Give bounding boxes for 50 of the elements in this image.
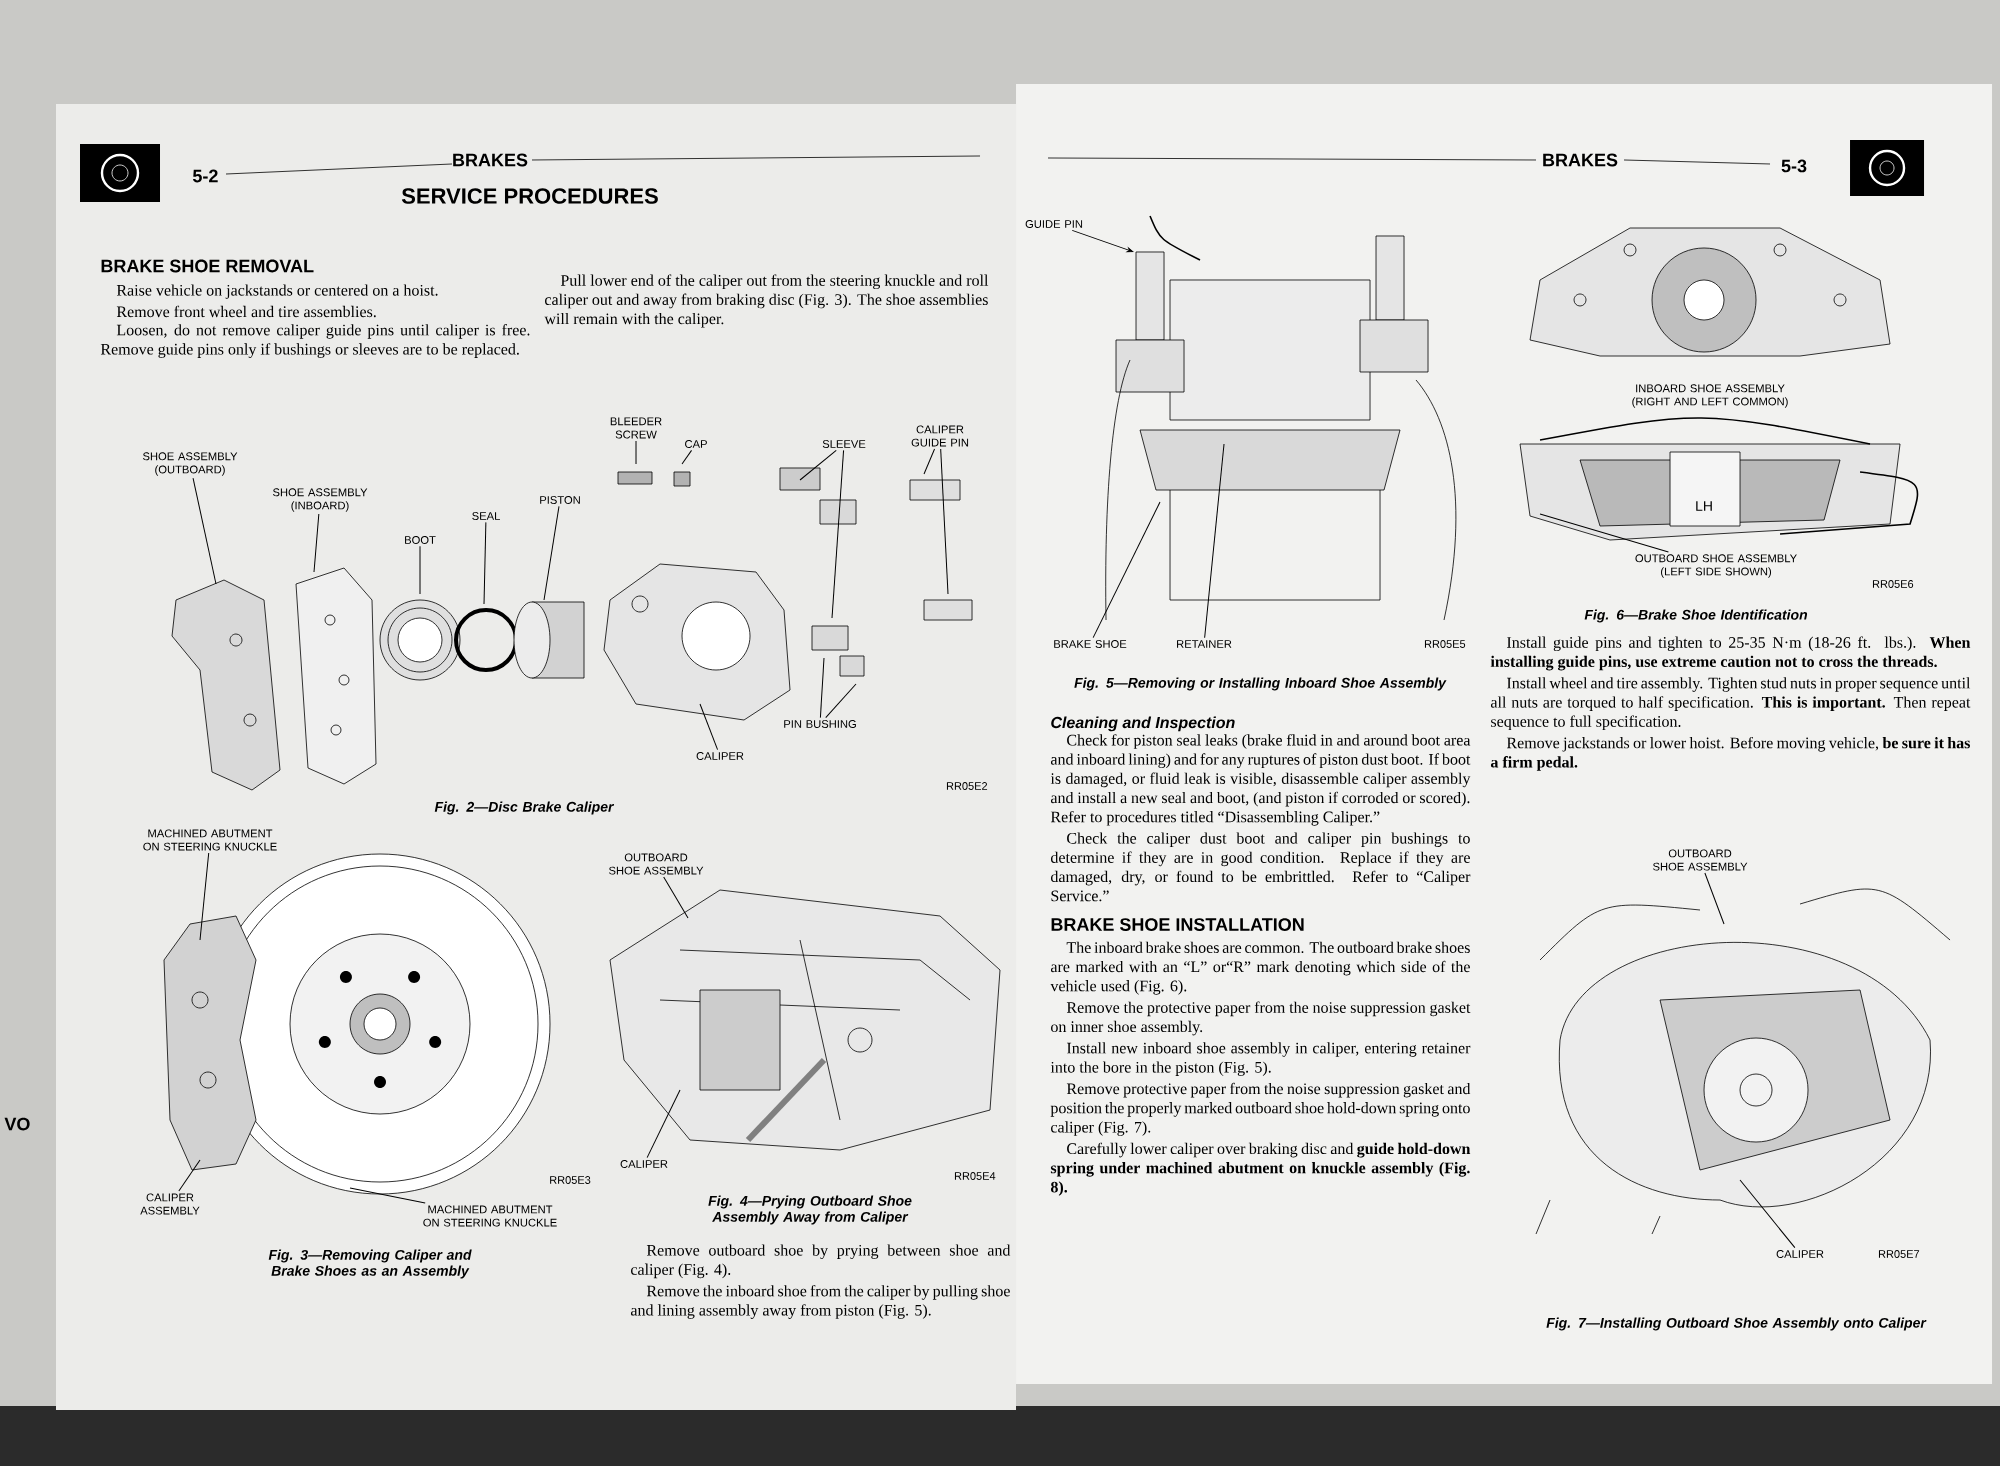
paragraph: Install new inboard shoe assembly in caliper, entering retainer into the bore in the piston (Fig. 5). (1050, 1042, 1471, 1076)
leader-line (1739, 1179, 1796, 1249)
paragraph: Remove the protective paper from the noise suppression gasket on inner shoe assembly. (1051, 1001, 1471, 1036)
section-heading: BRAKE SHOE REMOVAL (101, 259, 314, 273)
paragraph: Remove protective paper from the noise suppression gasket and position the properly marked outboard shoe hold-down spring onto caliper (Fig. 7). (1050, 1082, 1471, 1136)
leader-line (923, 448, 936, 475)
paragraph: Loosen, do not remove caliper guide pins until caliper is free. Remove guide pins only if bushings or sleeves are to be replaced. (100, 324, 530, 358)
leader-line (1204, 443, 1225, 639)
running-header: BRAKES (453, 153, 528, 167)
leader-line (313, 513, 320, 573)
paragraph: Pull lower end of the caliper out from the steering knuckle and roll caliper out and away from braking disc (Fig. 3). The shoe assemblies will remain with the caliper. (544, 274, 989, 328)
leader-line (483, 521, 487, 605)
leader-line (663, 876, 689, 919)
leader-line (349, 1187, 426, 1204)
leader-line (699, 703, 719, 751)
paragraph: Remove front wheel and tire assemblies. (116, 305, 376, 318)
paragraph: Remove jackstands or lower hoist. Before moving vehicle, be sure it has a firm pedal. (1490, 736, 1971, 771)
subsection-heading: Cleaning and Inspection (1051, 716, 1235, 732)
paragraph: The inboard brake shoes are common. The outboard brake shoes are marked with an “L” or“R” mark denoting which side of the vehicle used (Fig. 6). (1050, 941, 1470, 995)
leader-line (178, 1159, 201, 1192)
paragraph: Install wheel and tire assembly. Tighten stud nuts in proper sequence until all nuts are torqued to half specification. This is important. Then repeat sequence to full specification. (1491, 677, 1971, 731)
paragraph: Install guide pins and tighten to 25-35 N·m (18-26 ft. lbs.). When installing guide pins, use extreme caution not to cross the threads. (1490, 636, 1971, 671)
page-number: 5-2 (192, 169, 218, 183)
page-number: 5-3 (1781, 159, 1807, 173)
leader-line (646, 1089, 681, 1159)
leader-line (199, 852, 210, 941)
leader-line (1704, 872, 1725, 925)
section-heading: BRAKE SHOE INSTALLATION (1051, 918, 1304, 931)
leader-line (819, 657, 825, 719)
paragraph: Check for piston seal leaks (brake fluid in and around boot area and inboard lining) and for any ruptures of piston dust boot. If boot is damaged, or fluid leak is visible, disassemble caliper assembly and install a new seal and boot, (and piston if corroded or scored). Refer to procedures titled “Disassembling Caliper.” (1050, 734, 1471, 826)
leader-line (1539, 513, 1669, 553)
leader-line (681, 449, 693, 465)
running-header: BRAKES (1543, 153, 1618, 167)
paragraph: Carefully lower caliper over braking disc and guide hold-down spring under machined abutment on knuckle assembly (Fig. 8). (1050, 1142, 1471, 1196)
leader-line (635, 440, 637, 465)
section-title: SERVICE PROCEDURES (401, 188, 658, 204)
leader-line (825, 683, 857, 719)
paragraph: Raise vehicle on jackstands or centered on a hoist. (116, 284, 438, 299)
leader-line (940, 448, 949, 595)
leader-line (1092, 501, 1161, 639)
leader-line (1071, 229, 1134, 253)
leader-line (543, 505, 560, 601)
paragraph: Check the caliper dust boot and caliper pin bushings to determine if they are in good condition. Replace if they are damaged, dry, or found to be embrittled. Refer to “Caliper Service.” (1051, 832, 1471, 902)
paragraph: Remove outboard shoe by prying between shoe and caliper (Fig. 4). (631, 1244, 1011, 1279)
leader-line (419, 545, 421, 595)
leader-line (799, 449, 837, 481)
paragraph: Remove the inboard shoe from the caliper by pulling shoe and lining assembly away from piston (Fig. 5). (631, 1284, 1010, 1319)
leader-line (192, 477, 217, 585)
page-edge-text: VO (4, 1117, 30, 1131)
leader-line (831, 449, 845, 619)
